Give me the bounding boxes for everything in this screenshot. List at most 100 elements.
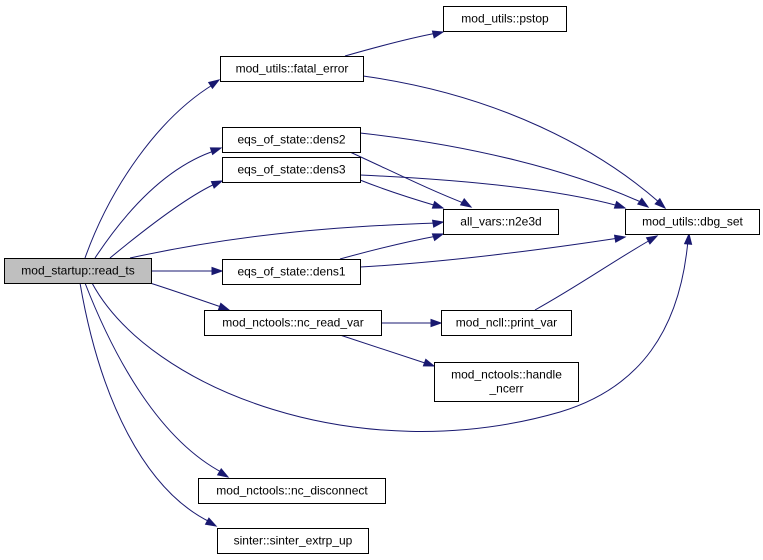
node-n2e3d[interactable]: all_vars::n2e3d: [443, 209, 559, 235]
node-label: mod_nctools::nc_disconnect: [216, 484, 368, 498]
arrowhead: [211, 266, 224, 276]
edge-line: [149, 282, 225, 309]
arrowhead: [459, 197, 473, 208]
node-box: [625, 209, 760, 235]
node-box: [222, 127, 361, 153]
edge-read_ts-to-nc_disconnect: [84, 282, 230, 478]
node-dens2[interactable]: eqs_of_state::dens2: [222, 127, 361, 153]
node-box: [217, 528, 369, 554]
edge-nc_read_var-to-print_var: [381, 318, 443, 328]
node-box: [443, 6, 567, 32]
nodes-layer: mod_startup::read_ts mod_utils::fatal_err…: [4, 6, 760, 554]
node-label: mod_utils::pstop: [461, 12, 549, 26]
edge-dens2-to-n2e3d: [349, 151, 473, 208]
node-label: mod_utils::dbg_set: [642, 215, 743, 229]
node-label: mod_nctools::handle: [451, 368, 562, 382]
arrowhead: [431, 200, 445, 209]
edge-line: [84, 282, 224, 474]
arrowhead: [210, 180, 224, 189]
node-dens3[interactable]: eqs_of_state::dens3: [222, 157, 361, 183]
node-handle-ncerr[interactable]: mod_nctools::handle_ncerr: [434, 362, 579, 402]
arrowhead: [431, 219, 445, 228]
arrowhead: [636, 197, 650, 208]
edge-line: [339, 334, 429, 365]
edge-line: [344, 32, 438, 57]
arrowhead: [422, 358, 436, 367]
edge-line: [359, 132, 644, 204]
edge-read_ts-to-dens2: [94, 147, 223, 259]
arrowhead: [613, 234, 627, 243]
edge-read_ts-to-n2e3d: [129, 219, 445, 259]
edge-read_ts-to-dens3: [109, 180, 224, 259]
arrowhead: [645, 235, 659, 245]
node-sinter-extrp-up[interactable]: sinter::sinter_extrp_up: [217, 528, 369, 554]
node-dens1[interactable]: eqs_of_state::dens1: [222, 259, 361, 285]
node-fatal-error[interactable]: mod_utils::fatal_error: [220, 56, 364, 82]
node-pstop[interactable]: mod_utils::pstop: [443, 6, 567, 32]
node-box: [4, 258, 152, 284]
node-label: mod_startup::read_ts: [21, 264, 134, 278]
node-box: [443, 209, 559, 235]
node-label: mod_utils::fatal_error: [236, 62, 349, 76]
edges-layer: [79, 30, 693, 527]
node-dbg-set[interactable]: mod_utils::dbg_set: [625, 209, 760, 235]
edge-line: [79, 282, 211, 523]
edge-fatal_error-to-dbg_set: [362, 75, 667, 210]
node-label: all_vars::n2e3d: [460, 215, 541, 229]
edge-read_ts-to-dens1: [151, 266, 224, 276]
node-label: sinter::sinter_extrp_up: [234, 534, 353, 548]
arrowhead: [207, 79, 221, 90]
node-label: eqs_of_state::dens2: [237, 133, 345, 147]
edge-dens3-to-dbg_set: [359, 174, 627, 209]
node-box: [204, 310, 382, 336]
node-label: eqs_of_state::dens3: [237, 163, 345, 177]
edge-line: [359, 237, 620, 268]
node-label: mod_nctools::nc_read_var: [222, 316, 363, 330]
node-box: [220, 56, 364, 82]
edge-line: [94, 149, 218, 259]
edge-read_ts-to-fatal_error: [84, 79, 221, 259]
arrowhead: [654, 197, 667, 210]
edge-fatal_error-to-pstop: [344, 30, 445, 57]
edge-dens1-to-dbg_set: [359, 234, 627, 268]
edge-line: [359, 179, 438, 207]
node-label: _ncerr: [488, 382, 523, 396]
node-box: [441, 310, 572, 336]
edge-line: [84, 83, 215, 259]
node-box: [198, 478, 386, 504]
edge-line: [534, 238, 653, 311]
edge-dens1-to-n2e3d: [339, 233, 445, 260]
arrowhead: [431, 233, 445, 242]
edge-line: [339, 235, 438, 260]
edge-line: [91, 239, 689, 432]
edge-read_ts-to-nc_read_var: [149, 282, 231, 311]
node-read-ts[interactable]: mod_startup::read_ts: [4, 258, 152, 284]
arrowhead: [209, 147, 223, 156]
node-print-var[interactable]: mod_ncll::print_var: [441, 310, 572, 336]
arrowhead: [430, 318, 443, 328]
edge-line: [349, 151, 467, 205]
node-box: [434, 362, 579, 402]
arrowhead: [683, 232, 693, 245]
arrowhead: [204, 517, 218, 527]
node-nc-read-var[interactable]: mod_nctools::nc_read_var: [204, 310, 382, 336]
edge-dens2-to-dbg_set: [359, 132, 650, 208]
arrowhead: [431, 30, 445, 39]
edge-read_ts-to-dbg_set: [91, 232, 693, 432]
node-nc-disconnect[interactable]: mod_nctools::nc_disconnect: [198, 478, 386, 504]
edge-print_var-to-dbg_set: [534, 235, 659, 311]
edge-line: [129, 222, 438, 259]
edge-dens3-to-n2e3d: [359, 179, 445, 209]
node-box: [222, 157, 361, 183]
arrowhead: [216, 467, 230, 478]
edge-nc_read_var-to-handle_ncerr: [339, 334, 436, 367]
edge-read_ts-to-sinter_extrp_up: [79, 282, 218, 527]
edge-line: [109, 182, 218, 259]
arrowhead: [217, 302, 231, 311]
node-box: [222, 259, 361, 285]
node-label: eqs_of_state::dens1: [237, 265, 345, 279]
edge-line: [362, 75, 661, 204]
edge-line: [359, 174, 620, 207]
node-label: mod_ncll::print_var: [456, 316, 557, 330]
